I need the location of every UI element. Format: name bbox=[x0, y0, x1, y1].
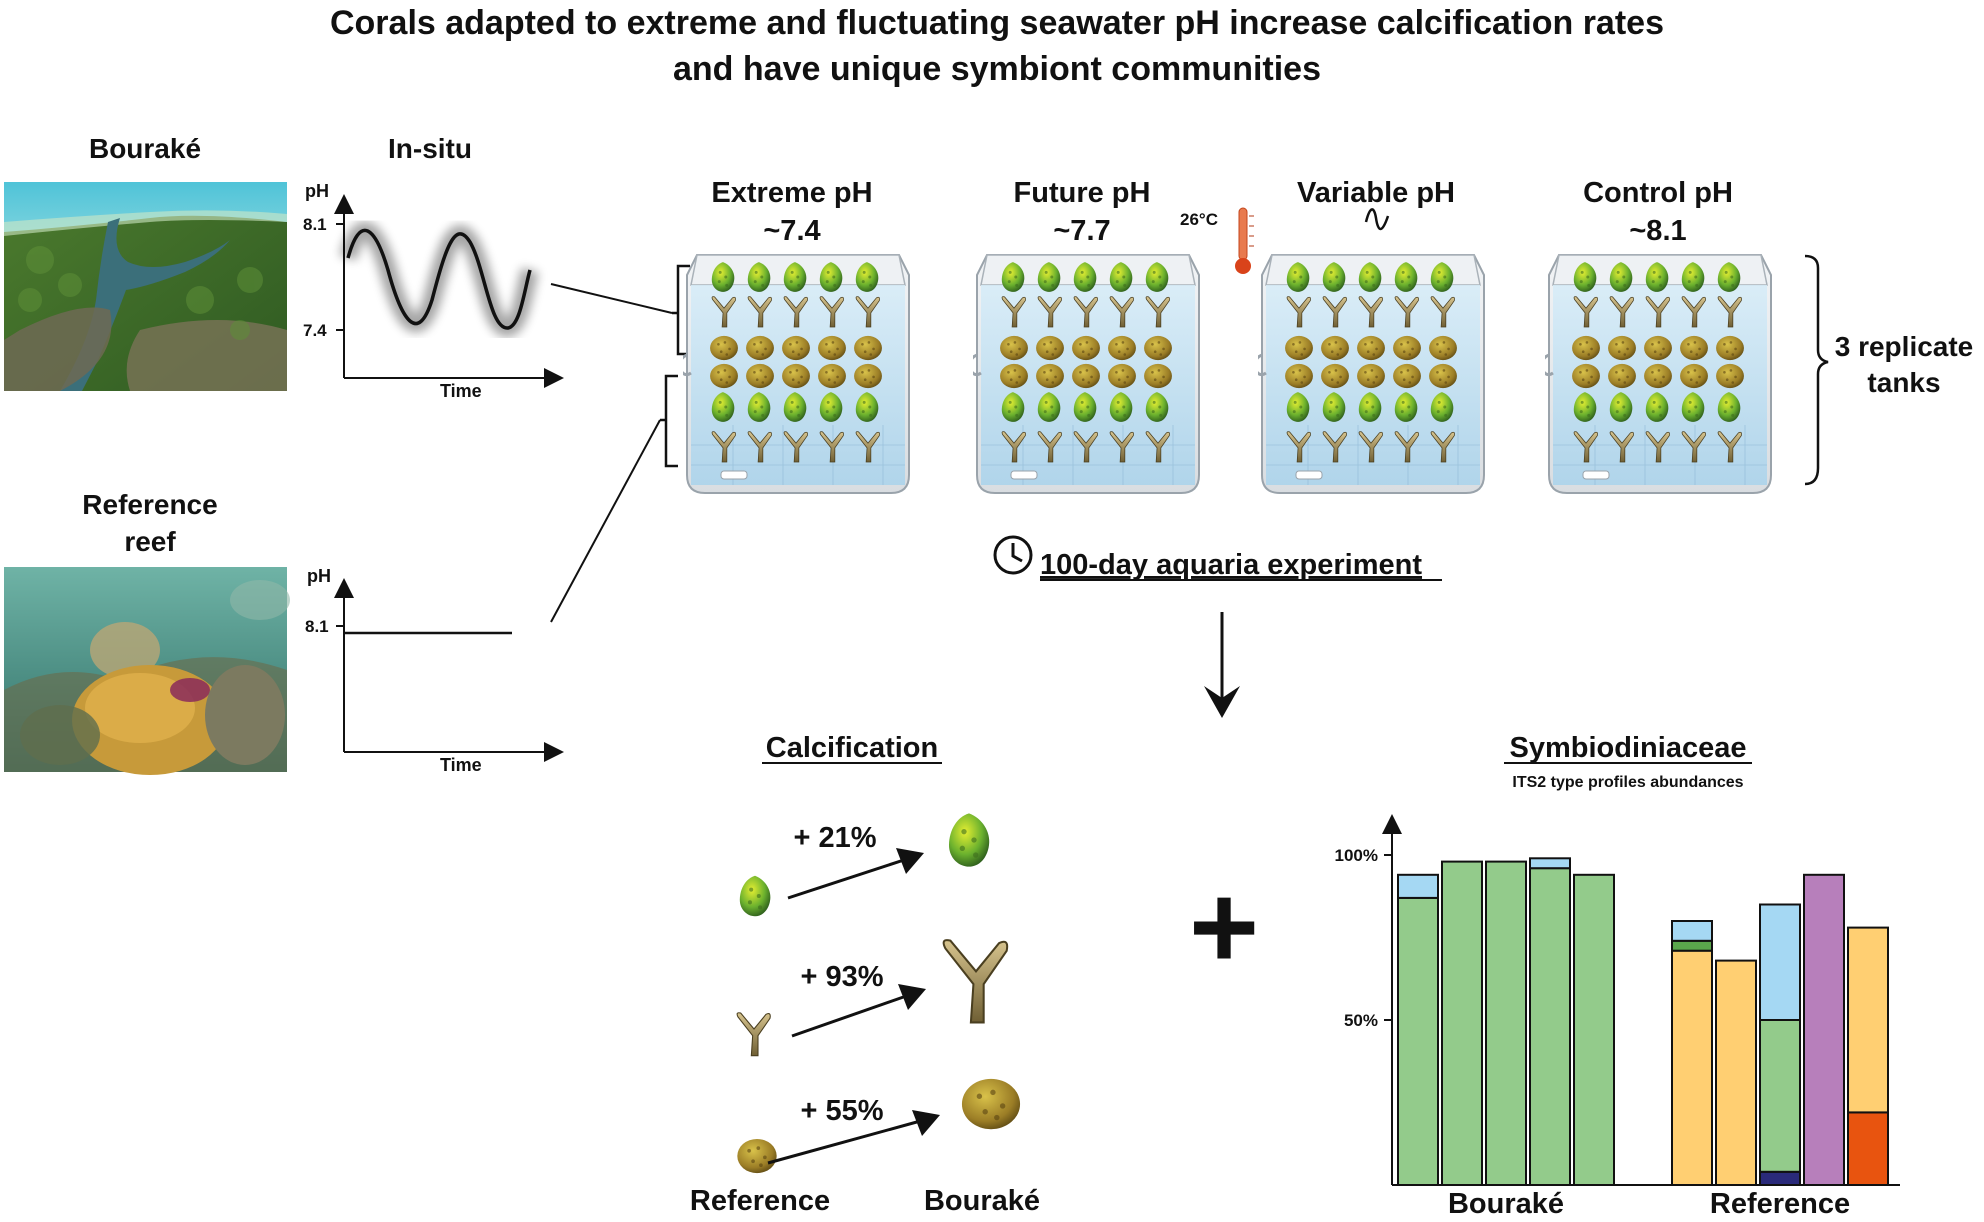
bar-segment-green bbox=[1441, 860, 1483, 1186]
y-tick-label: 100% bbox=[1335, 846, 1378, 865]
bar-segment-green bbox=[1759, 1019, 1801, 1173]
tank-future-ph bbox=[970, 255, 1199, 493]
tank-control-ph bbox=[1542, 255, 1771, 493]
experiment-duration-label: 100-day aquaria experiment bbox=[1040, 549, 1422, 581]
bourake-aerial-photo bbox=[4, 182, 288, 391]
large-massive-coral-icon bbox=[961, 1078, 1021, 1130]
bar-segment-green bbox=[1573, 873, 1615, 1186]
calcification-to-label: Bouraké bbox=[924, 1185, 1040, 1217]
symbiont-chart-title: Symbiodiniaceae bbox=[1510, 732, 1747, 764]
reference-insitu-ph-plot: pH Time 8.1 bbox=[305, 566, 564, 775]
bar-segment-redorange bbox=[1847, 1111, 1889, 1187]
bracket-reference-corals bbox=[664, 374, 678, 468]
plus-sign: + bbox=[1189, 860, 1259, 994]
bourake-site-label: Bouraké bbox=[89, 133, 201, 164]
group-label: Reference bbox=[1710, 1188, 1850, 1220]
increase-label: + 55% bbox=[800, 1095, 883, 1127]
large-branching-coral-icon bbox=[942, 938, 1009, 1024]
small-green-coral-icon bbox=[739, 875, 771, 917]
calcification-row-green-coral: + 21% bbox=[739, 813, 990, 917]
bourake-insitu-ph-plot: pH Time 8.1 7.4 bbox=[303, 181, 564, 401]
reference-site-label-line-1: Reference bbox=[82, 489, 217, 520]
bar-segment-orange bbox=[1847, 926, 1889, 1114]
treatment-control-value: ~8.1 bbox=[1629, 215, 1686, 247]
symbiont-chart-subtitle: ITS2 type profiles abundances bbox=[1512, 774, 1743, 791]
calcification-row-branching-coral: + 93% bbox=[736, 938, 1009, 1057]
connector-bourake bbox=[550, 283, 673, 314]
x-axis-label: Time bbox=[440, 755, 482, 775]
tank-extreme-ph bbox=[680, 255, 909, 493]
bar-segment-orange bbox=[1715, 959, 1757, 1186]
treatment-future-name: Future pH bbox=[1014, 177, 1151, 209]
reference-reef-underwater-photo bbox=[4, 567, 290, 775]
bar-segment-lightblue bbox=[1397, 873, 1439, 899]
temperature-label: 26°C bbox=[1180, 210, 1218, 229]
bracket-bourake-corals bbox=[676, 264, 690, 356]
in-situ-label: In-situ bbox=[388, 133, 472, 164]
replicate-label-line-2: tanks bbox=[1867, 367, 1940, 398]
small-branching-coral-icon bbox=[736, 1012, 771, 1057]
tank-variable-ph bbox=[1255, 255, 1484, 493]
increase-label: + 21% bbox=[793, 822, 876, 854]
reference-site-label-line-2: reef bbox=[124, 526, 176, 557]
y-tick-label: 50% bbox=[1344, 1011, 1378, 1030]
title-line-2: and have unique symbiont communities bbox=[673, 50, 1321, 88]
replicate-bracket bbox=[1804, 254, 1829, 486]
replicate-label-line-1: 3 replicate bbox=[1835, 331, 1974, 362]
bar-segment-darkgreen bbox=[1671, 939, 1713, 952]
bar-segment-green bbox=[1485, 860, 1527, 1186]
fluctuation-wave-icon bbox=[1364, 208, 1390, 231]
treatment-control-name: Control pH bbox=[1583, 177, 1733, 209]
calcification-title: Calcification bbox=[766, 732, 938, 764]
ph-sine-curve bbox=[346, 228, 532, 330]
y-axis-label: pH bbox=[305, 181, 329, 201]
treatment-future-value: ~7.7 bbox=[1053, 215, 1110, 247]
clock-icon bbox=[993, 535, 1033, 575]
calcification-row-massive-coral: + 55% bbox=[737, 1078, 1021, 1174]
tick-top: 8.1 bbox=[303, 215, 327, 234]
tick-bottom: 7.4 bbox=[303, 321, 327, 340]
treatment-extreme-name: Extreme pH bbox=[711, 177, 872, 209]
bar-group-0 bbox=[1397, 857, 1615, 1187]
tick-top: 8.1 bbox=[305, 617, 329, 636]
bar-segment-lightblue bbox=[1529, 857, 1571, 870]
bar-segment-green bbox=[1397, 896, 1439, 1187]
small-massive-coral-icon bbox=[737, 1138, 777, 1174]
bar-segment-orange bbox=[1671, 949, 1713, 1187]
thermometer-icon bbox=[1235, 207, 1254, 274]
bar-group-1 bbox=[1671, 873, 1889, 1187]
increase-label: + 93% bbox=[800, 961, 883, 993]
treatment-extreme-value: ~7.4 bbox=[763, 215, 820, 247]
title-line-1: Corals adapted to extreme and fluctuatin… bbox=[330, 4, 1664, 42]
bar-segment-lightblue bbox=[1671, 920, 1713, 942]
calcification-from-label: Reference bbox=[690, 1185, 830, 1217]
x-axis-label: Time bbox=[440, 381, 482, 401]
treatment-variable-name: Variable pH bbox=[1297, 177, 1455, 209]
bar-segment-green bbox=[1529, 867, 1571, 1186]
large-green-coral-icon bbox=[949, 813, 990, 867]
y-axis-label: pH bbox=[307, 566, 331, 586]
symbiont-stacked-bar-chart: 100% 50% Bouraké Reference bbox=[1335, 814, 1900, 1220]
bar-segment-purple bbox=[1803, 873, 1845, 1186]
connector-reference bbox=[550, 419, 661, 623]
group-label: Bouraké bbox=[1448, 1188, 1564, 1220]
bar-segment-lightblue bbox=[1759, 903, 1801, 1021]
bar-segment-navy bbox=[1759, 1170, 1801, 1187]
